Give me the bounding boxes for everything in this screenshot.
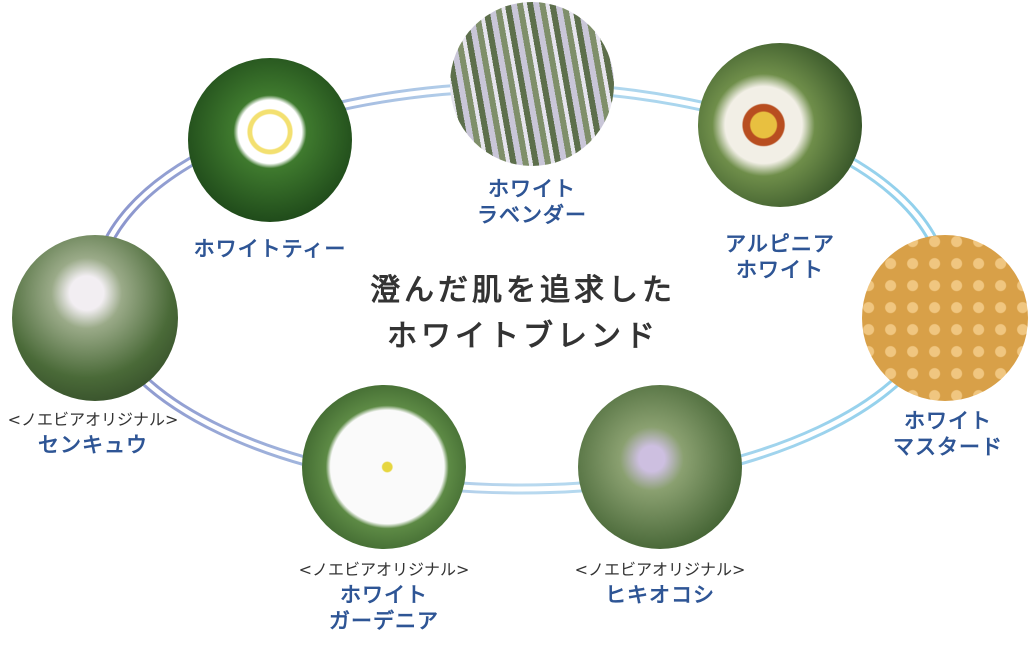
ingredient-name: ヒキオコシ bbox=[604, 583, 715, 607]
white-tea-photo bbox=[188, 58, 352, 222]
original-badge: <ノエビアオリジナル> bbox=[298, 560, 470, 579]
ingredient-name: アルピニア bbox=[725, 232, 835, 256]
ingredient-name: ラベンダー bbox=[477, 203, 587, 227]
label-hikiokoshi: <ノエビアオリジナル> ヒキオコシ bbox=[575, 558, 746, 608]
blend-title: 澄んだ肌を追求した ホワイトブレンド bbox=[370, 268, 676, 360]
original-badge: <ノエビアオリジナル> bbox=[7, 410, 179, 429]
ingredient-name: マスタード bbox=[893, 435, 1003, 459]
ingredient-name: ホワイト bbox=[735, 258, 824, 282]
label-senkyu: <ノエビアオリジナル> センキュウ bbox=[8, 408, 179, 458]
label-white-mustard: ホワイト マスタード bbox=[893, 408, 1003, 460]
ingredient-name: ホワイト bbox=[339, 583, 428, 607]
ingredient-name: ガーデニア bbox=[328, 609, 439, 633]
title-line-1: 澄んだ肌を追求した bbox=[370, 273, 676, 308]
ingredient-name: ホワイトティー bbox=[193, 237, 347, 261]
ingredient-name: ホワイト bbox=[904, 409, 992, 433]
title-line-2: ホワイトブレンド bbox=[387, 319, 659, 354]
ingredient-name: ホワイト bbox=[488, 177, 576, 201]
label-alpinia: アルピニア ホワイト bbox=[725, 231, 835, 283]
white-mustard-photo bbox=[862, 235, 1028, 401]
white-lavender-photo bbox=[450, 2, 614, 166]
hikiokoshi-photo bbox=[578, 385, 742, 549]
white-gardenia-photo bbox=[302, 385, 466, 549]
label-white-gardenia: <ノエビアオリジナル> ホワイト ガーデニア bbox=[299, 558, 470, 634]
original-badge: <ノエビアオリジナル> bbox=[574, 560, 746, 579]
ingredient-name: センキュウ bbox=[37, 433, 148, 457]
alpinia-photo bbox=[698, 43, 862, 207]
senkyu-photo bbox=[12, 235, 178, 401]
label-white-tea: ホワイトティー bbox=[194, 236, 347, 262]
label-white-lavender: ホワイト ラベンダー bbox=[477, 176, 587, 228]
